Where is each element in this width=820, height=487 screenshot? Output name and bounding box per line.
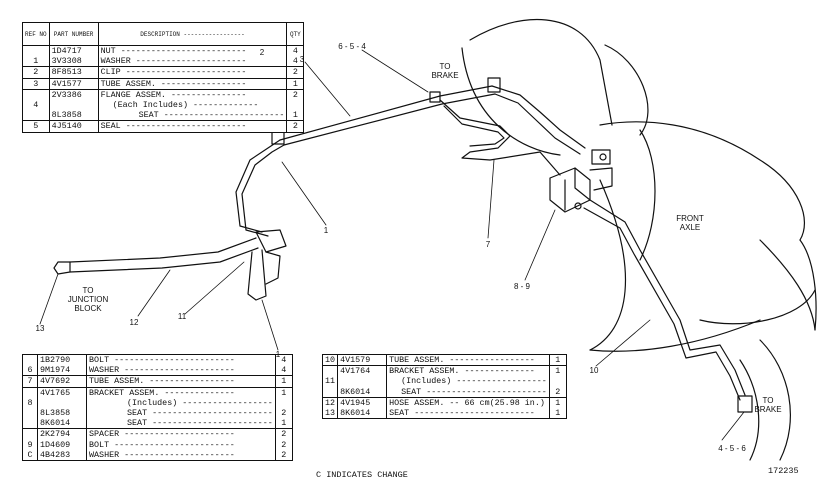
callout-7: 7 <box>485 240 491 249</box>
callout-12: 12 <box>129 318 139 327</box>
callout-1a: 1 <box>323 226 329 235</box>
header-ref: REF NO <box>23 23 50 46</box>
table-row: 4(Each Includes) ------------- <box>23 100 303 111</box>
callout-1b: 1 <box>275 350 281 359</box>
hose-desc: HOSE ASSEM. <box>389 397 445 408</box>
figure-id: 172235 <box>768 466 799 476</box>
header-qty: QTY <box>286 23 304 46</box>
table-row: 8(Includes) ------------------ <box>23 397 292 409</box>
callout-2: 2 <box>259 48 265 57</box>
callout-10: 10 <box>589 366 599 375</box>
tube-assembly-7 <box>439 99 561 176</box>
callout-13: 13 <box>35 324 45 333</box>
callout-4-5-6: 4 - 5 - 6 <box>718 444 746 453</box>
callout-6-5-4-top: 6 - 5 - 4 <box>338 42 366 51</box>
to-brake-top: TO BRAKE <box>431 62 459 80</box>
callout-3: 3 <box>299 55 305 64</box>
parts-table-top: REF NO PART NUMBER DESCRIPTION ---------… <box>22 22 305 133</box>
hose-length: 66 cm(25.98 in.) <box>464 397 545 408</box>
table-row: 11(Includes) ------------------ <box>323 376 566 387</box>
clip-2 <box>487 77 501 93</box>
tube-assembly-1579 <box>583 199 753 413</box>
header-description: DESCRIPTION ----------------- <box>98 23 288 46</box>
to-brake-bottom: TO BRAKE <box>754 396 782 414</box>
change-note: C INDICATES CHANGE <box>316 470 408 480</box>
tube-assembly-7692 <box>235 139 285 237</box>
callout-11: 11 <box>177 312 187 321</box>
front-axle-label: FRONT AXLE <box>676 214 704 232</box>
front-axle-drawing <box>461 18 817 461</box>
header-part-number: PART NUMBER <box>49 23 99 46</box>
tube-assembly-1577 <box>279 85 586 155</box>
flange-top <box>429 91 441 103</box>
callout-8-9: 8 - 9 <box>513 282 531 291</box>
bracket-assembly-1765 <box>549 149 613 213</box>
hose-assembly-1945 <box>53 229 287 301</box>
to-junction-block: TO JUNCTION BLOCK <box>67 286 109 313</box>
callout-leaders <box>39 49 745 441</box>
